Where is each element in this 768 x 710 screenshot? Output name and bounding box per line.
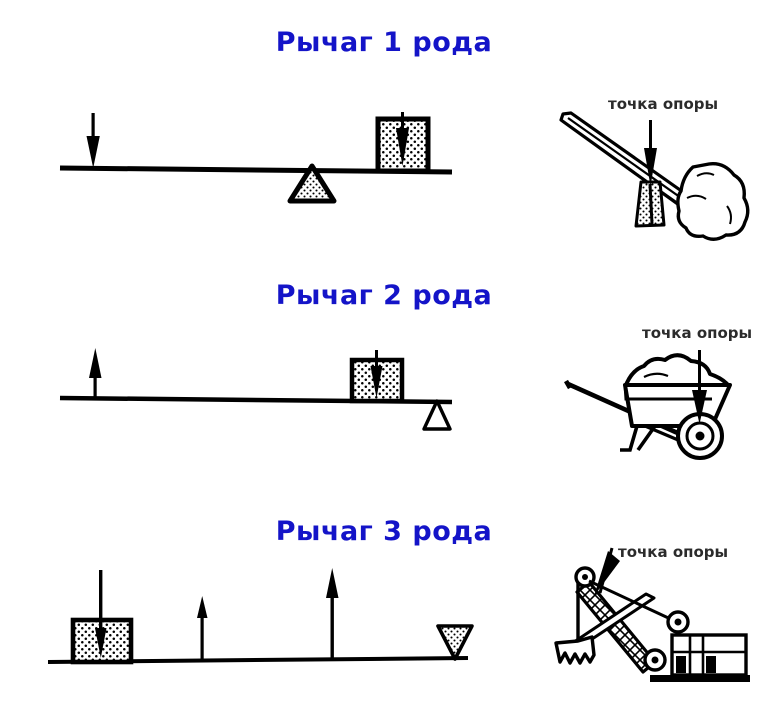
lever-bar [59, 395, 453, 405]
illustration-excavator [554, 547, 750, 682]
effort-arrow-up-icon [197, 596, 208, 660]
wheelbarrow-handle [564, 379, 701, 446]
fulcrum-label-lever-class-1: точка опоры [608, 95, 719, 113]
excavator-hoist-cable [588, 579, 678, 624]
fulcrum-pointer-arrow-icon [644, 120, 657, 186]
section-title-lever-class-2: Рычаг 2 рода [275, 280, 493, 311]
excavator-boom [575, 580, 657, 674]
schematic-lever-class-3 [47, 568, 474, 665]
section-title-lever-class-1: Рычаг 1 рода [275, 27, 493, 58]
excavator-body [670, 633, 748, 677]
fulcrum-pointer-arrow-icon [594, 547, 620, 596]
section-title-lever-class-3: Рычаг 3 рода [275, 516, 493, 547]
crowbar-fulcrum-block [634, 180, 666, 228]
load-weight-box [375, 112, 431, 174]
excavator-dipper-stick [572, 592, 656, 649]
schematic-lever-class-2 [59, 348, 453, 431]
excavator-lower-pulley-icon [643, 648, 667, 672]
excavator-bucket-icon [554, 635, 596, 665]
lever-bar [47, 656, 469, 664]
load-weight-box [70, 570, 134, 665]
fulcrum-pointer-arrow-icon [692, 350, 707, 424]
wheelbarrow-wheel-icon [676, 412, 724, 460]
illustration-wheelbarrow [564, 350, 732, 460]
fulcrum-label-lever-class-3: точка опоры [618, 543, 729, 561]
fulcrum-label-lever-class-2: точка опоры [642, 324, 753, 342]
excavator-boom-pulley-icon [574, 566, 596, 588]
excavator-body-pulley-icon [666, 610, 690, 634]
effort-arrow-down-icon [86, 113, 100, 168]
lever-bar [59, 165, 453, 175]
effort-arrow-up-icon [326, 568, 339, 660]
excavator-base [650, 675, 750, 682]
wheelbarrow-tray [623, 383, 732, 428]
effort-arrow-up-icon [89, 348, 102, 400]
illustration-crowbar-rock [559, 111, 750, 241]
fulcrum-triangle-icon [287, 163, 337, 204]
rock-icon [676, 162, 750, 241]
fulcrum-inverted-triangle-icon [436, 624, 474, 661]
schematic-lever-class-1 [59, 112, 453, 204]
crowbar-icon [559, 111, 692, 207]
fulcrum-triangle-outline-icon [422, 399, 452, 431]
wheelbarrow-load-heap [624, 353, 730, 387]
wheelbarrow-legs [620, 424, 691, 452]
load-weight-box [349, 350, 405, 404]
